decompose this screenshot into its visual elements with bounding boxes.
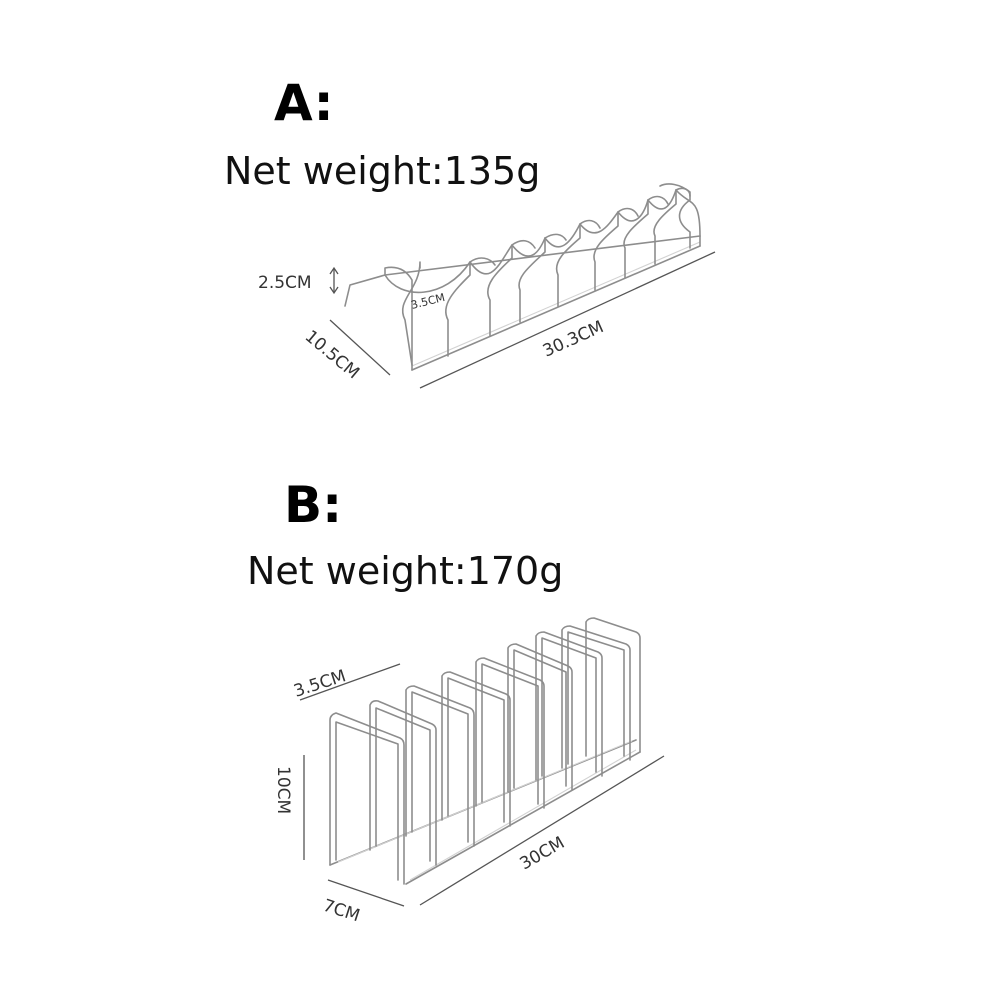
rack-b-depth-label: 7CM (320, 896, 362, 927)
rack-b-height-label: 10CM (273, 766, 293, 814)
rack-b-illustration: 3.5CM 10CM 7CM 30CM (273, 617, 665, 927)
rack-a-dividers (384, 183, 701, 371)
rack-a-front-rail (411, 245, 701, 371)
rack-b-length-label: 30CM (517, 833, 569, 874)
rack-b-heading: B: (284, 476, 343, 534)
rack-b-gap-dimension: 3.5CM (291, 663, 401, 702)
rack-b-gap-label: 3.5CM (291, 666, 348, 702)
rack-a-depth-label: 10.5CM (301, 327, 363, 384)
rack-a-heading: A: (274, 74, 334, 132)
rack-a-length-label: 30.3CM (540, 317, 607, 361)
rack-a-height-dimension: 2.5CM (258, 266, 339, 295)
rack-b-depth-dimension: 7CM (320, 879, 405, 927)
rack-b-dividers (329, 617, 641, 885)
rack-b-front-rail (405, 751, 641, 885)
rack-a-net-weight: Net weight:135g (224, 149, 541, 193)
rack-a-slot-label: 3.5CM (410, 291, 447, 312)
rack-a-length-dimension: 30.3CM (419, 251, 716, 389)
rack-a-illustration: 2.5CM 3.5CM 10.5CM 30.3CM (258, 183, 716, 389)
rack-a-depth-dimension: 10.5CM (301, 319, 391, 384)
rack-b-height-dimension: 10CM (273, 755, 305, 860)
rack-a-back-rail (344, 235, 701, 307)
rack-b-net-weight: Net weight:170g (247, 549, 564, 593)
rack-a-height-label: 2.5CM (258, 273, 312, 293)
